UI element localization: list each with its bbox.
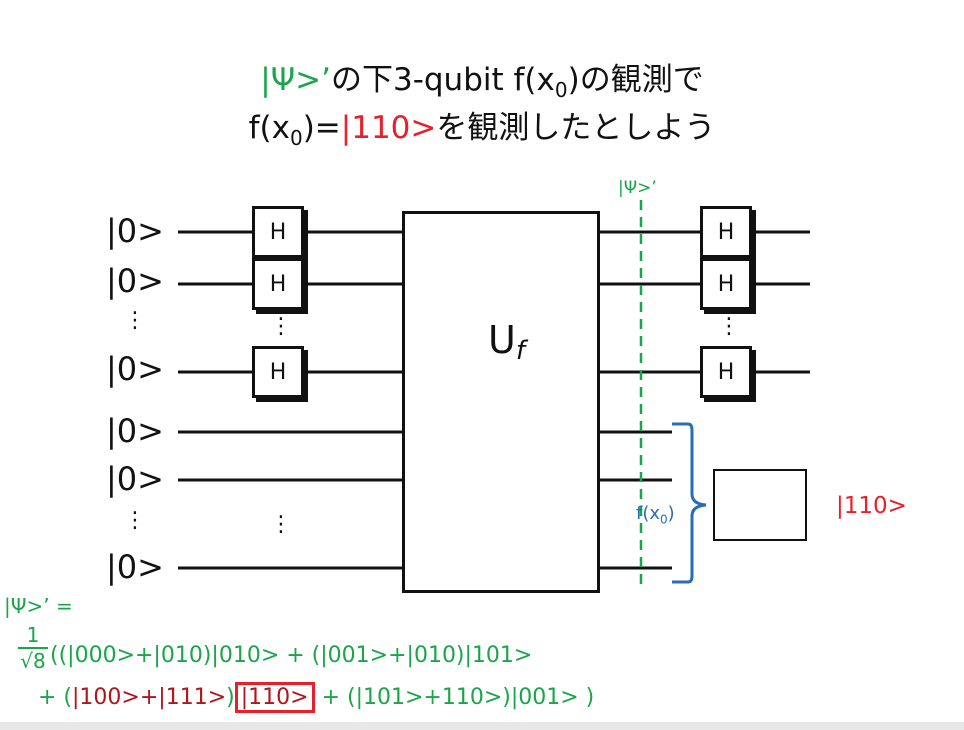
input-ket-5: |0>	[106, 460, 164, 498]
normalization-fraction: 1 √8	[18, 624, 48, 672]
state-line2-close: )	[226, 685, 235, 710]
state-ket-110-boxed: |110>	[234, 682, 315, 713]
state-line-1: ((|000>+|010)|010> + (|001>+|010)|101>	[50, 643, 533, 668]
h-right-vdots: ⋮	[718, 314, 740, 339]
fraction-numerator: 1	[26, 623, 40, 647]
state-lhs: |Ψ>’ =	[4, 594, 73, 618]
hadamard-gate-right-2: H	[700, 258, 752, 310]
state-line2-rest: + (|101>+110>)|001> )	[321, 685, 595, 710]
hadamard-gate-left-3: H	[252, 346, 304, 398]
input-ket-6: |0>	[106, 548, 164, 586]
title-psi: |Ψ>’	[260, 62, 331, 98]
ancilla-vdots: ⋮	[270, 512, 292, 537]
title-text-1: の下3-qubit f(x	[330, 62, 555, 98]
title-line-2: f(x0)=|110>を観測したとしよう	[0, 108, 964, 158]
input-ket-1: |0>	[106, 212, 164, 250]
title-line-1: |Ψ>’の下3-qubit f(x0)の観測で	[0, 60, 964, 110]
title-text-2: f(x	[248, 110, 290, 146]
title-sub-2: 0	[289, 126, 303, 151]
title-sub-1: 0	[554, 78, 568, 103]
hadamard-gate-right-3: H	[700, 346, 752, 398]
hadamard-gate-left-2: H	[252, 258, 304, 310]
register-brace	[672, 422, 707, 584]
input-vdots-bottom: ⋮	[124, 508, 146, 533]
fx0-label: f(x0)	[636, 503, 675, 527]
title-text-1b: )の観測で	[567, 62, 704, 98]
oracle-label: Uf	[488, 318, 525, 366]
hadamard-gate-right-1: H	[700, 206, 752, 258]
state-line2-highlight: |100>+|111>	[72, 685, 227, 710]
psi-prime-marker: |Ψ>’	[618, 178, 657, 198]
measured-result: |110>	[836, 493, 907, 519]
fraction-denominator: √8	[20, 649, 46, 673]
state-line2-open: + (	[38, 685, 73, 710]
bottom-rule	[0, 722, 964, 730]
measurement-meter	[713, 469, 807, 541]
h-left-vdots: ⋮	[270, 314, 292, 339]
input-ket-2: |0>	[106, 262, 164, 300]
state-line-2: + (|100>+|111>)|110> + (|101>+110>)|001>…	[38, 682, 595, 713]
fraction-bar	[18, 647, 48, 649]
title-ket-110: |110>	[340, 110, 437, 146]
hadamard-gate-left-1: H	[252, 206, 304, 258]
title-text-2b: を観測したとしよう	[436, 110, 716, 146]
title-eq: )=	[302, 110, 341, 146]
input-vdots-top: ⋮	[124, 308, 146, 333]
input-ket-3: |0>	[106, 350, 164, 388]
input-ket-4: |0>	[106, 412, 164, 450]
oracle-box	[402, 211, 600, 593]
